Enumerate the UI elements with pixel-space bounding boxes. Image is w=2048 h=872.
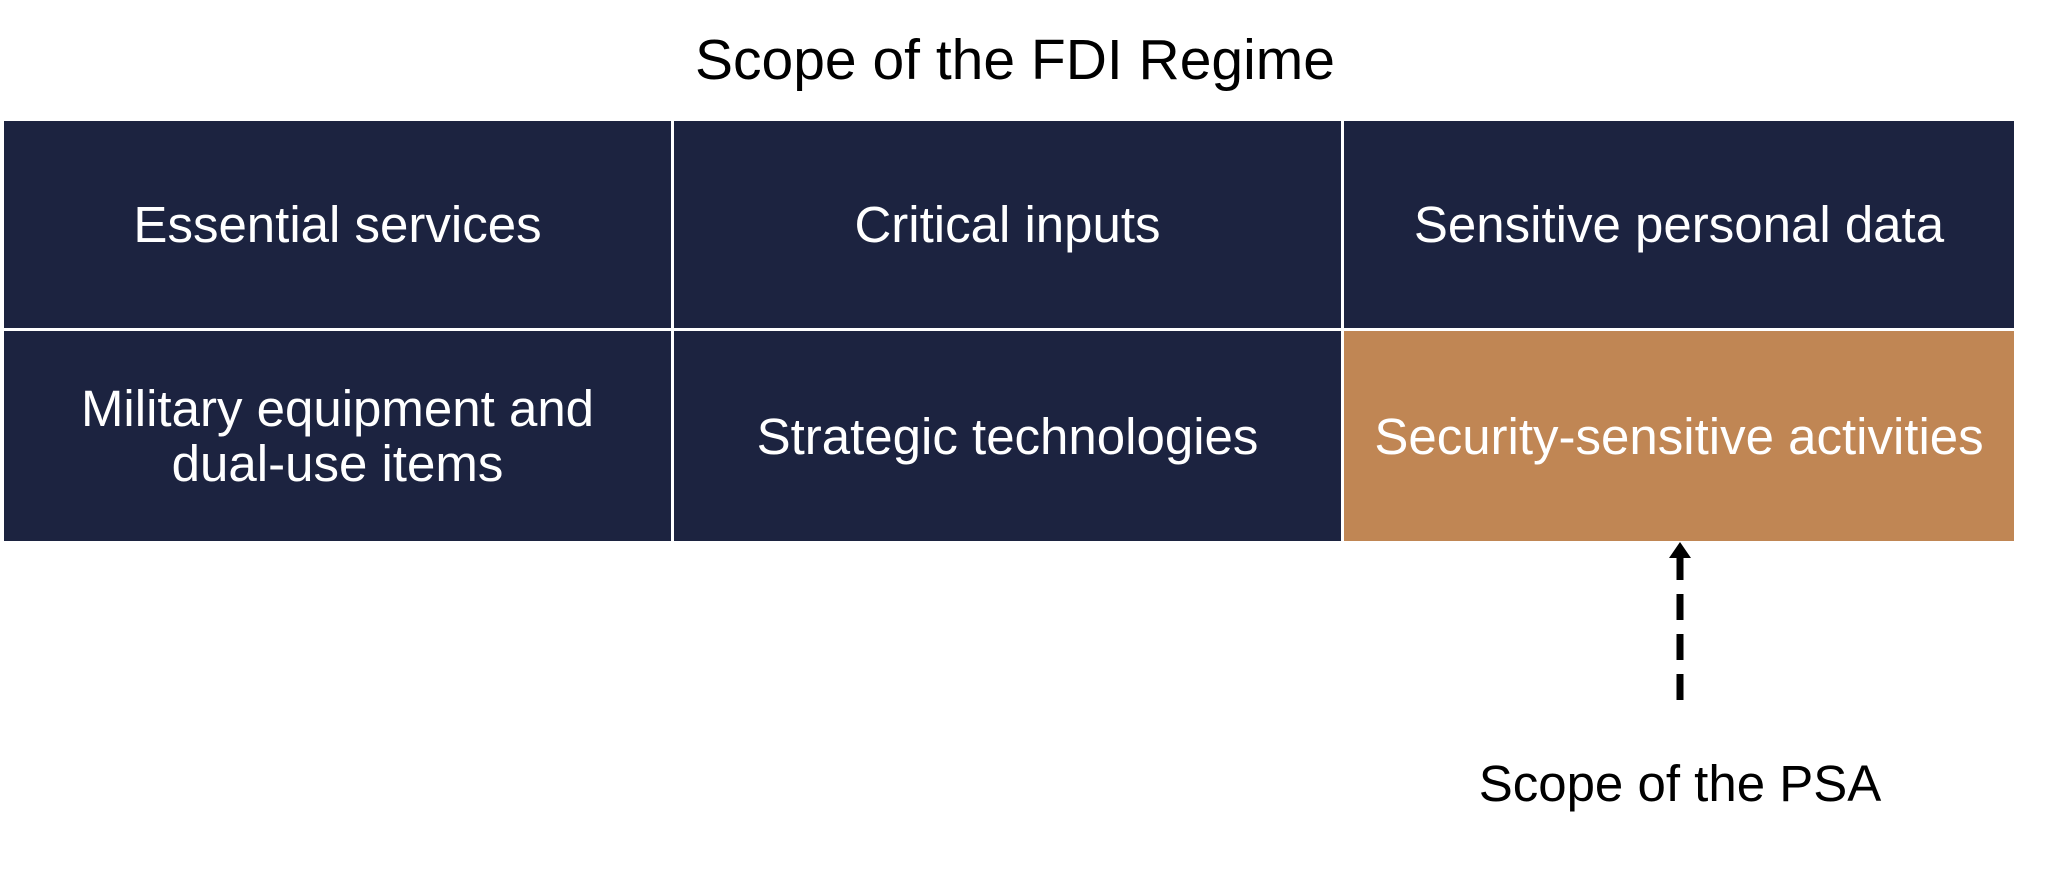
cell-military-equipment-label: Military equipment and dual-use items [80,380,595,492]
cell-strategic-technologies: Strategic technologies [674,331,1344,541]
cell-military-equipment: Military equipment and dual-use items [4,331,674,541]
fdi-scope-grid: Essential services Critical inputs Sensi… [4,121,2014,543]
psa-scope-arrow [1669,542,1691,700]
arrow-head [1669,542,1691,558]
cell-sensitive-personal-data: Sensitive personal data [1344,121,2014,331]
diagram-title: Scope of the FDI Regime [695,28,1335,92]
cell-security-sensitive-activities: Security-sensitive activities [1344,331,2014,541]
cell-critical-inputs: Critical inputs [674,121,1344,331]
psa-scope-label: Scope of the PSA [1478,755,1882,812]
cell-essential-services: Essential services [4,121,674,331]
